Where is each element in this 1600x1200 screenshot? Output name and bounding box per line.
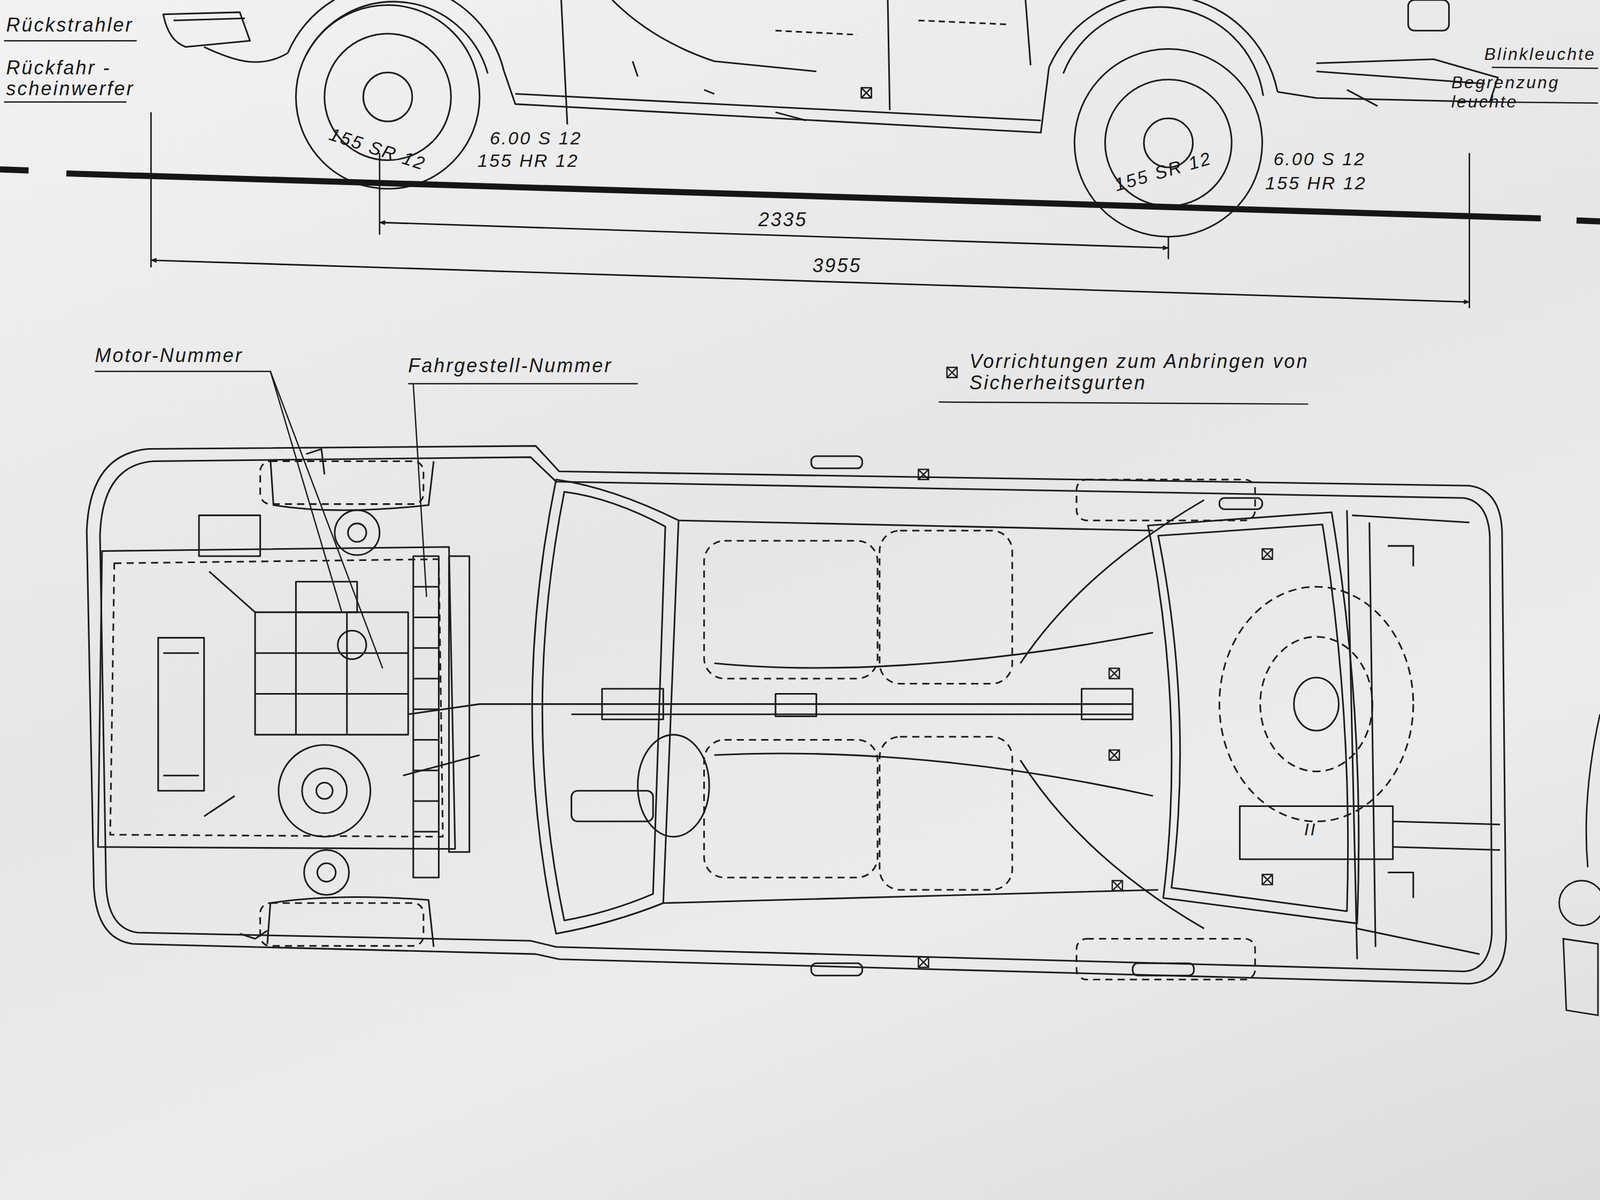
dimension-lines (0, 112, 1600, 309)
side-view (163, 0, 1498, 237)
belt-markers (918, 367, 1273, 968)
tyre-size: 155 HR 12 (477, 150, 580, 171)
legend-note: Vorrichtungen zum Anbringen von Sicherhe… (969, 350, 1334, 394)
tyre-size: 155 SR 12 (326, 124, 429, 175)
dimension-value: 2335 (755, 209, 811, 231)
tyre-size: 6.00 S 12 (489, 128, 583, 149)
tyre-size: 155 HR 12 (1265, 173, 1367, 194)
dimension-value: 3955 (809, 255, 865, 277)
tyre-size: 155 SR 12 (1112, 148, 1215, 196)
tyre-size: 6.00 S 12 (1273, 149, 1366, 169)
callout-label: Fahrgestell-Nummer (408, 355, 613, 377)
trunk-mark: II (1304, 820, 1318, 840)
part-label: Rückstrahler (5, 14, 134, 36)
top-view (86, 445, 1506, 984)
part-label: Rückfahr - scheinwerfer (5, 57, 183, 100)
partial-figure (1559, 714, 1600, 1016)
leader-lines (4, 40, 1599, 669)
callout-label: Motor-Nummer (94, 344, 243, 367)
part-label: Blinkleuchte (1483, 44, 1596, 64)
part-label: Begrenzung leuchte (1451, 73, 1596, 111)
